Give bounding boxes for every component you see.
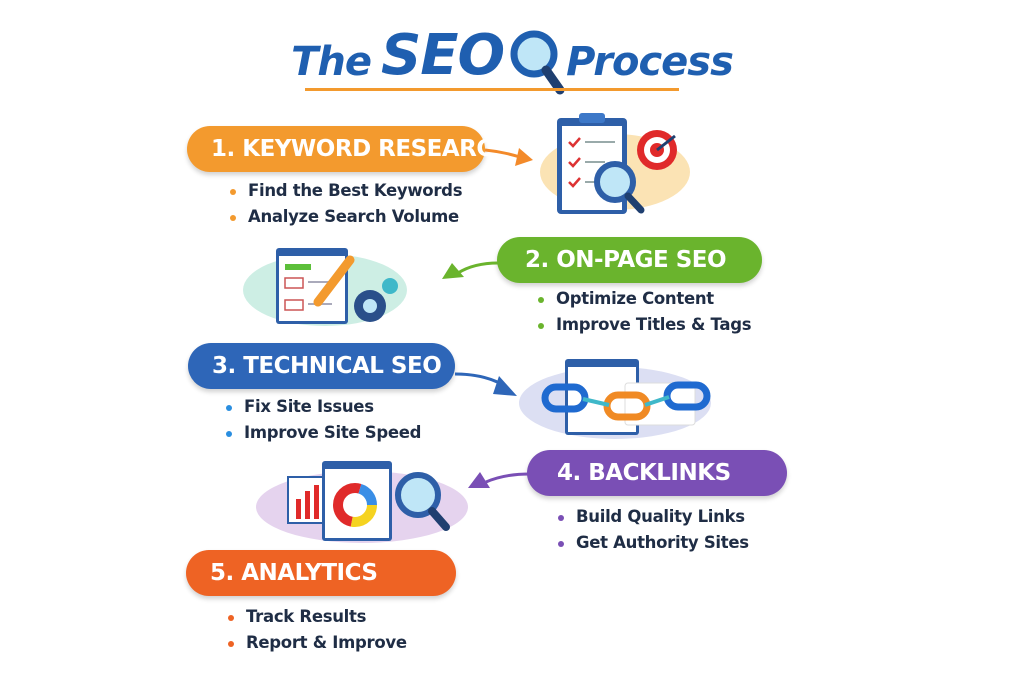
bullet-item: Improve Titles & Tags bbox=[538, 312, 752, 338]
arrow-left-icon bbox=[442, 261, 499, 279]
bullet-item: Improve Site Speed bbox=[226, 420, 421, 446]
step-5-bullets: Track Results Report & Improve bbox=[228, 604, 407, 656]
step-1-keyword-research: 1. KEYWORD RESEARCH bbox=[187, 126, 512, 172]
page-title: The SEO Process bbox=[0, 23, 1024, 95]
title-underline bbox=[305, 88, 679, 91]
title-prefix: The bbox=[291, 39, 372, 85]
step-2-bullets: Optimize Content Improve Titles & Tags bbox=[538, 286, 752, 338]
arrow-left-icon bbox=[468, 472, 531, 488]
step-1-bullets: Find the Best Keywords Analyze Search Vo… bbox=[230, 178, 463, 230]
chain-links-icon bbox=[519, 359, 711, 439]
bullet-item: Get Authority Sites bbox=[558, 530, 749, 556]
webpage-pencil-gear-icon bbox=[243, 248, 407, 326]
clipboard-target-magnifier-icon bbox=[540, 113, 690, 214]
step-4-bullets: Build Quality Links Get Authority Sites bbox=[558, 504, 749, 556]
step-5-analytics: 5. ANALYTICS bbox=[186, 550, 456, 596]
arrow-right-icon bbox=[454, 372, 517, 396]
bullet-item: Analyze Search Volume bbox=[230, 204, 462, 230]
step-2-on-page-seo: 2. ON-PAGE SEO bbox=[497, 237, 762, 283]
bullet-item: Report & Improve bbox=[228, 630, 407, 656]
arrow-right-icon bbox=[484, 148, 533, 166]
step-4-backlinks: 4. BACKLINKS bbox=[527, 450, 787, 496]
title-highlight: SEO bbox=[380, 23, 505, 88]
analytics-dashboard-icon bbox=[256, 461, 468, 543]
bullet-item: Optimize Content bbox=[538, 286, 751, 312]
bullet-item: Fix Site Issues bbox=[226, 394, 421, 420]
step-3-technical-seo: 3. TECHNICAL SEO bbox=[188, 343, 455, 389]
bullet-item: Build Quality Links bbox=[558, 504, 749, 530]
title-suffix: Process bbox=[566, 39, 734, 85]
bullet-item: Track Results bbox=[228, 604, 407, 630]
bullet-item: Find the Best Keywords bbox=[230, 178, 463, 204]
step-3-bullets: Fix Site Issues Improve Site Speed bbox=[226, 394, 421, 446]
title-magnifier-icon bbox=[510, 30, 565, 95]
